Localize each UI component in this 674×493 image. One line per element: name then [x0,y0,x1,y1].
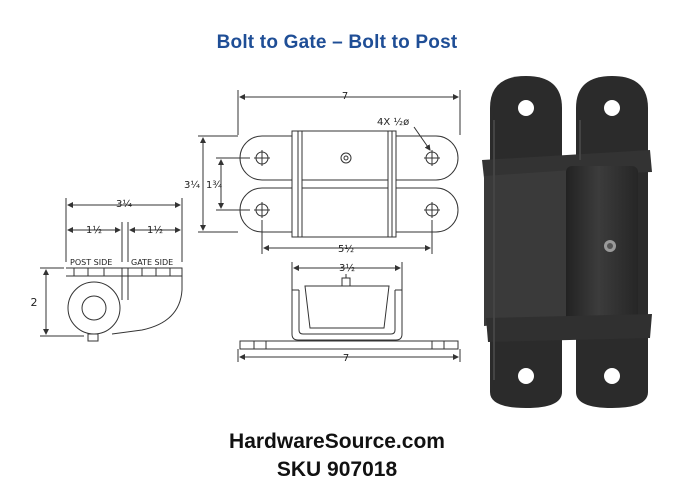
hole-icon [604,100,620,116]
hole-icon [604,368,620,384]
top-overall-width-label: 7 [342,91,348,102]
hole-icon [518,100,534,116]
hole-callout-label: 4X ½ø [377,116,409,128]
gate-side-label: GATE SIDE [131,258,173,267]
height-inner-label: 1¾ [206,180,222,191]
gate-side-width-label: 1½ [147,224,163,236]
post-side-label: POST SIDE [70,258,112,267]
front-overall-width-label: 7 [343,353,349,364]
page-title: Bolt to Gate – Bolt to Post [216,32,458,53]
side-view-drawing [40,198,183,342]
front-inner-width-label: 3½ [339,262,355,274]
side-overall-width-label: 3¼ [116,198,132,210]
hole-icon [518,368,534,384]
height-outer-label: 3¼ [184,179,200,191]
hole-spacing-label: 5½ [338,243,354,255]
front-view-drawing [237,262,461,362]
post-side-width-label: 1½ [86,224,102,236]
side-height-label: 2 [31,296,38,309]
sku-label: SKU 907018 [276,458,398,481]
hinge-photo [482,76,652,408]
top-view-drawing [198,90,461,254]
brand-name: HardwareSource.com [229,430,445,453]
